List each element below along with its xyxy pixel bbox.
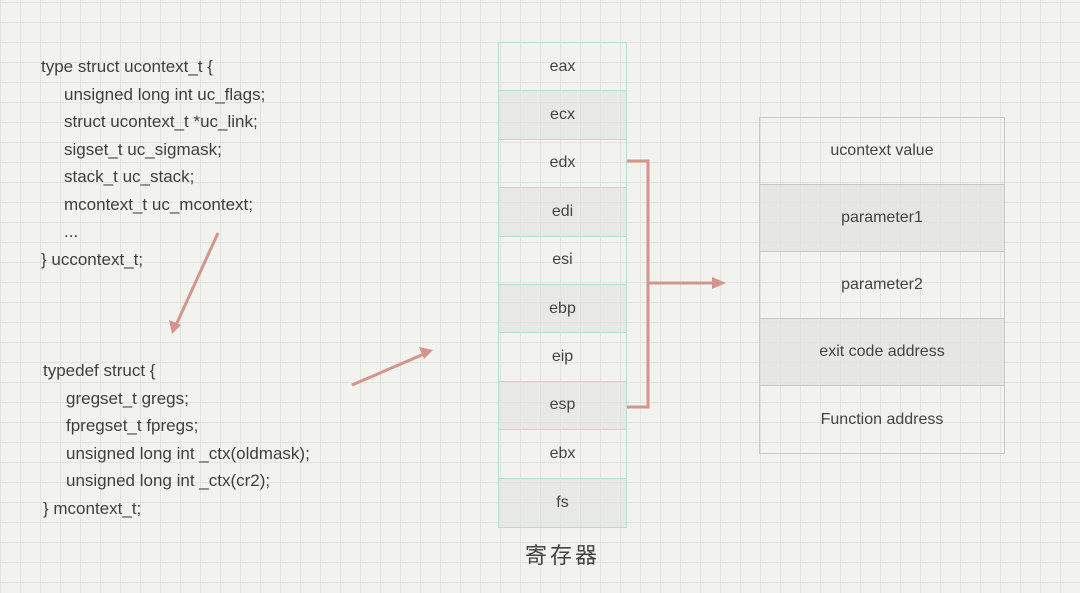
register-cell: ebx — [499, 430, 626, 479]
stack-cell: parameter1 — [760, 185, 1004, 252]
register-cell: esp — [499, 381, 626, 431]
code-line: fpregset_t fpregs; — [66, 416, 199, 435]
register-cell: ebp — [499, 284, 626, 334]
ucontext-struct-code: type struct ucontext_t { unsigned long i… — [41, 53, 265, 273]
code-line: typedef struct { — [43, 361, 156, 380]
arrowhead-icon — [419, 347, 433, 359]
register-bracket — [627, 159, 650, 409]
arrow-mcontext-to-registers — [351, 352, 425, 387]
register-cell: esi — [499, 237, 626, 285]
arrowhead-icon — [169, 320, 181, 334]
register-column: eax ecx edx edi esi ebp eip esp ebx fs — [498, 42, 627, 528]
code-line: struct ucontext_t *uc_link; — [64, 112, 258, 131]
code-line: unsigned long int _ctx(cr2); — [66, 471, 271, 490]
stack-cell: Function address — [820, 410, 944, 428]
register-cell: fs — [499, 478, 626, 527]
code-line: mcontext_t uc_mcontext; — [64, 194, 253, 214]
arrowhead-icon — [712, 277, 726, 289]
stack-cell: exit code address — [760, 319, 1004, 386]
arrow-ucontext-to-mcontext — [174, 232, 220, 326]
stack-cell: parameter2 — [760, 252, 1004, 319]
register-cell: edi — [499, 188, 626, 237]
stack-cell: ucontext value — [760, 118, 1004, 185]
code-line: type struct ucontext_t { — [41, 57, 213, 76]
code-line: } uccontext_t; — [41, 249, 144, 269]
register-cell: eax — [499, 43, 626, 92]
code-line: } mcontext_t; — [43, 498, 142, 518]
stack-table: ucontext value parameter1 parameter2 exi… — [759, 117, 1005, 454]
code-line: unsigned long int uc_flags; — [64, 84, 266, 104]
code-line: sigset_t uc_sigmask; — [64, 139, 222, 159]
register-cell: eip — [499, 333, 626, 382]
code-line: stack_t uc_stack; — [64, 167, 195, 186]
code-line: ... — [64, 222, 79, 241]
mcontext-struct-code: typedef struct { gregset_t gregs; fpregs… — [43, 357, 310, 522]
registers-caption: 寄存器 — [524, 544, 600, 569]
register-cell: edx — [499, 140, 626, 189]
register-cell: ecx — [499, 91, 626, 140]
code-line: unsigned long int _ctx(oldmask); — [66, 443, 310, 463]
code-line: gregset_t gregs; — [66, 388, 189, 408]
